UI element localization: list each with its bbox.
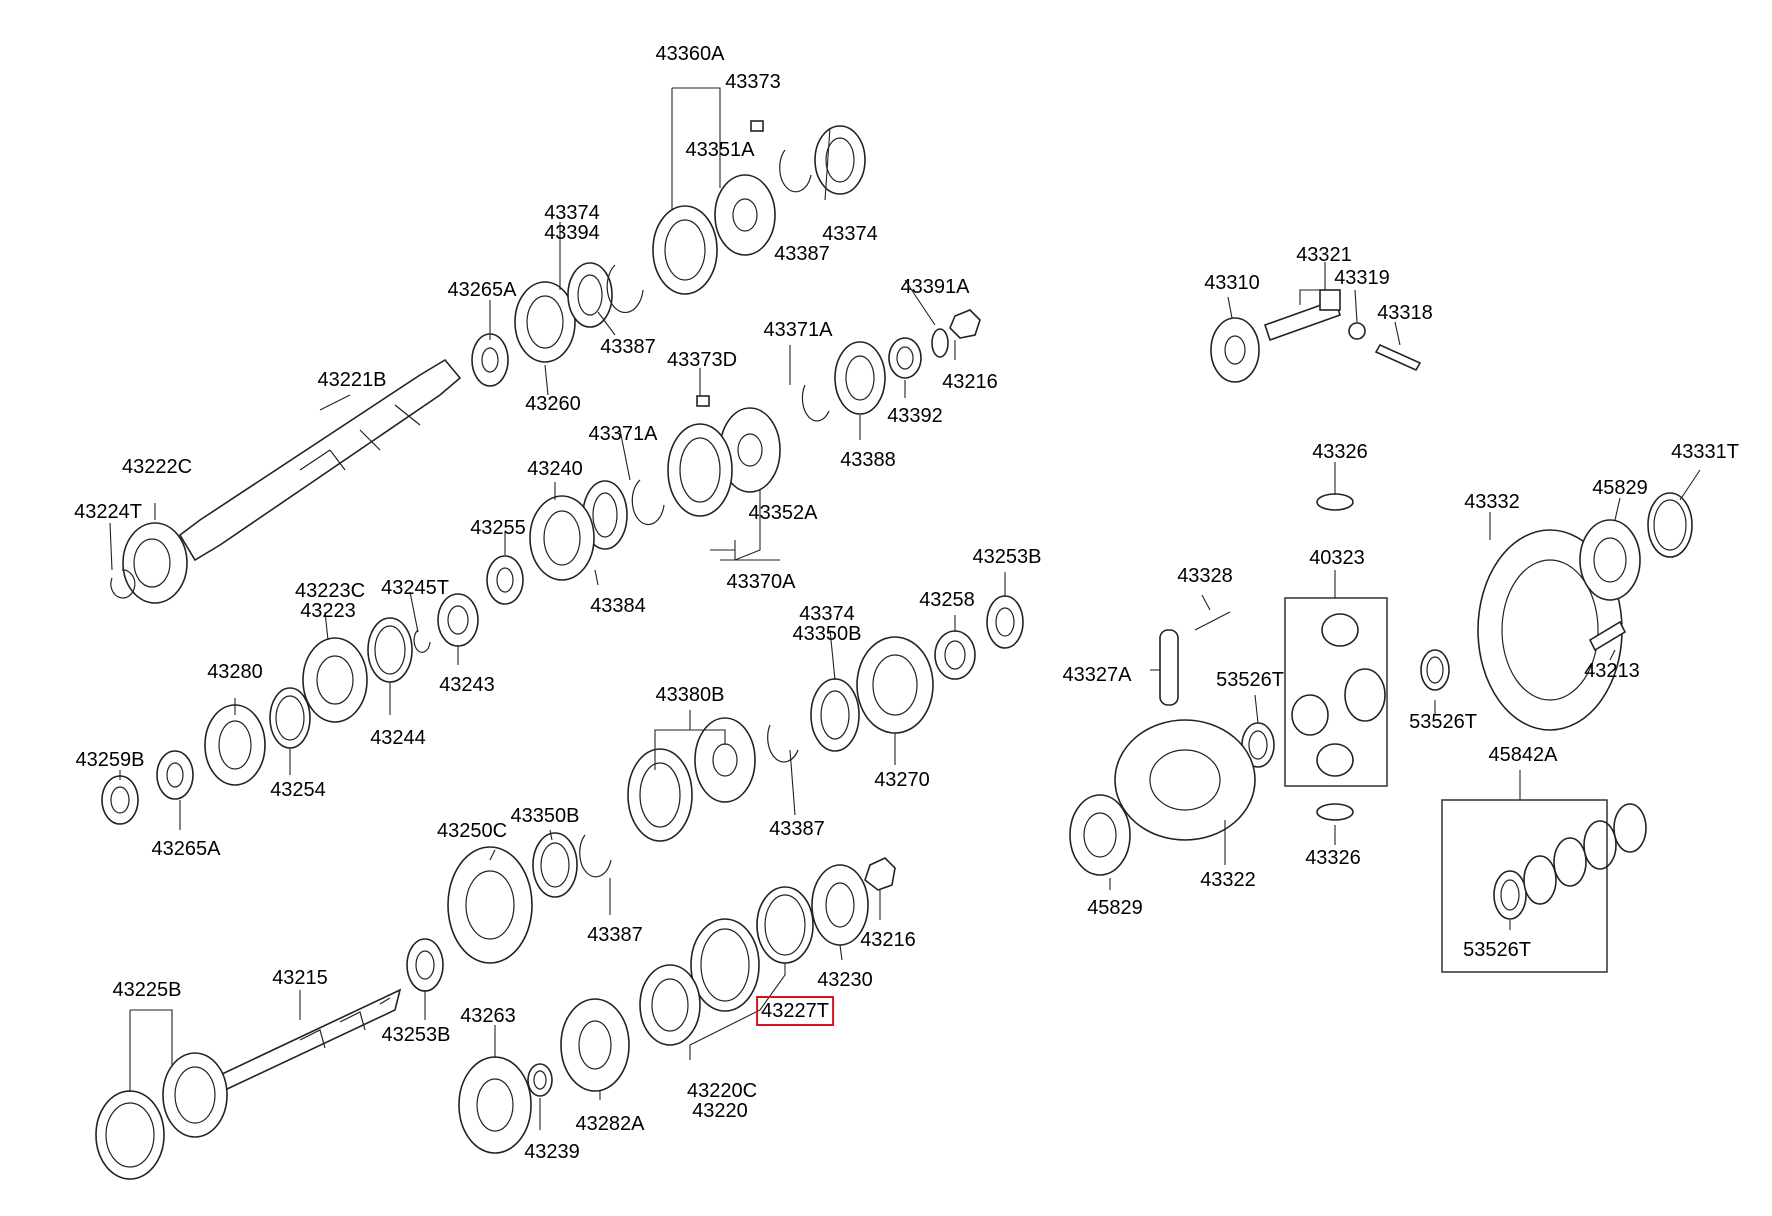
leader-lines [109, 87, 1701, 1130]
part-label-43326-lower[interactable]: 43326 [1305, 847, 1361, 869]
part-label-43392[interactable]: 43392 [887, 405, 943, 427]
part-label-53526t-right[interactable]: 53526T [1409, 711, 1477, 733]
part-label-43319[interactable]: 43319 [1334, 267, 1390, 289]
part-label-43270[interactable]: 43270 [874, 769, 930, 791]
part-label-43318[interactable]: 43318 [1377, 302, 1433, 324]
part-label-43222c[interactable]: 43222C [121, 456, 193, 478]
part-label-43387-upper[interactable]: 43387 [600, 336, 656, 358]
part-label-43282a[interactable]: 43282A [575, 1113, 645, 1135]
part-label-43321[interactable]: 43321 [1296, 244, 1352, 266]
part-label-43254[interactable]: 43254 [270, 779, 326, 801]
part-label-43216-lower[interactable]: 43216 [860, 929, 916, 951]
part-label-43370a[interactable]: 43370A [726, 571, 796, 593]
part-label-43216-upper[interactable]: 43216 [942, 371, 998, 393]
part-label-43332[interactable]: 43332 [1464, 491, 1520, 513]
part-label-43263[interactable]: 43263 [460, 1005, 516, 1027]
part-label-43227t-selected[interactable]: 43227T [756, 996, 834, 1026]
part-label-43220c[interactable]: 43220C [686, 1080, 758, 1102]
part-label-43244[interactable]: 43244 [370, 727, 426, 749]
part-label-45842a[interactable]: 45842A [1488, 744, 1558, 766]
part-label-43350b-lower[interactable]: 43350B [510, 805, 580, 827]
part-label-43388[interactable]: 43388 [840, 449, 896, 471]
part-label-43352a[interactable]: 43352A [748, 502, 818, 524]
part-label-43280[interactable]: 43280 [207, 661, 263, 683]
part-label-43240[interactable]: 43240 [527, 458, 583, 480]
part-drawings [95, 120, 1693, 1180]
part-label-43374-middle[interactable]: 43374 [799, 603, 855, 625]
part-label-43265a-lower[interactable]: 43265A [151, 838, 221, 860]
part-label-43259b[interactable]: 43259B [75, 749, 145, 771]
part-label-43213[interactable]: 43213 [1584, 660, 1640, 682]
part-label-43215[interactable]: 43215 [272, 967, 328, 989]
part-label-43265a-upper[interactable]: 43265A [447, 279, 517, 301]
part-label-40323[interactable]: 40323 [1309, 547, 1365, 569]
part-label-53526t-lower[interactable]: 53526T [1463, 939, 1531, 961]
part-label-43326-upper[interactable]: 43326 [1312, 441, 1368, 463]
part-label-43224t[interactable]: 43224T [74, 501, 142, 523]
part-label-43374-upper-right[interactable]: 43374 [822, 223, 878, 245]
part-label-43310[interactable]: 43310 [1204, 272, 1260, 294]
part-label-43253b-upper[interactable]: 43253B [972, 546, 1042, 568]
part-label-43351a[interactable]: 43351A [685, 139, 755, 161]
part-label-43331t[interactable]: 43331T [1671, 441, 1739, 463]
part-label-43250c[interactable]: 43250C [436, 820, 508, 842]
part-label-43387-lower[interactable]: 43387 [587, 924, 643, 946]
part-label-43387-top[interactable]: 43387 [774, 243, 830, 265]
part-label-43350b-upper[interactable]: 43350B [792, 623, 862, 645]
part-label-45829-upper[interactable]: 45829 [1592, 477, 1648, 499]
part-label-53526t-middle[interactable]: 53526T [1216, 669, 1284, 691]
part-label-43371a-middle[interactable]: 43371A [588, 423, 658, 445]
part-label-43328[interactable]: 43328 [1177, 565, 1233, 587]
part-label-43223c[interactable]: 43223C [294, 580, 366, 602]
part-label-43230[interactable]: 43230 [817, 969, 873, 991]
part-label-45829-lower[interactable]: 45829 [1087, 897, 1143, 919]
part-label-43384[interactable]: 43384 [590, 595, 646, 617]
part-label-43239[interactable]: 43239 [524, 1141, 580, 1163]
part-label-43394[interactable]: 43394 [544, 222, 600, 244]
part-label-43221b[interactable]: 43221B [317, 369, 387, 391]
part-label-43260[interactable]: 43260 [525, 393, 581, 415]
part-label-43258[interactable]: 43258 [919, 589, 975, 611]
part-label-43255[interactable]: 43255 [470, 517, 526, 539]
part-label-43243[interactable]: 43243 [439, 674, 495, 696]
part-label-43374-upper-left[interactable]: 43374 [544, 202, 600, 224]
part-label-43360a[interactable]: 43360A [655, 43, 725, 65]
part-label-43371a-upper[interactable]: 43371A [763, 319, 833, 341]
part-label-43391a[interactable]: 43391A [900, 276, 970, 298]
part-label-43245t[interactable]: 43245T [381, 577, 449, 599]
part-label-43373d[interactable]: 43373D [666, 349, 738, 371]
part-label-43223[interactable]: 43223 [300, 600, 356, 622]
part-label-43220[interactable]: 43220 [692, 1100, 748, 1122]
part-label-43327a[interactable]: 43327A [1062, 664, 1132, 686]
part-label-43373[interactable]: 43373 [725, 71, 781, 93]
part-label-43253b-lower[interactable]: 43253B [381, 1024, 451, 1046]
part-label-43387-middle[interactable]: 43387 [769, 818, 825, 840]
part-label-43322[interactable]: 43322 [1200, 869, 1256, 891]
part-label-43225b[interactable]: 43225B [112, 979, 182, 1001]
part-label-43380b[interactable]: 43380B [655, 684, 725, 706]
